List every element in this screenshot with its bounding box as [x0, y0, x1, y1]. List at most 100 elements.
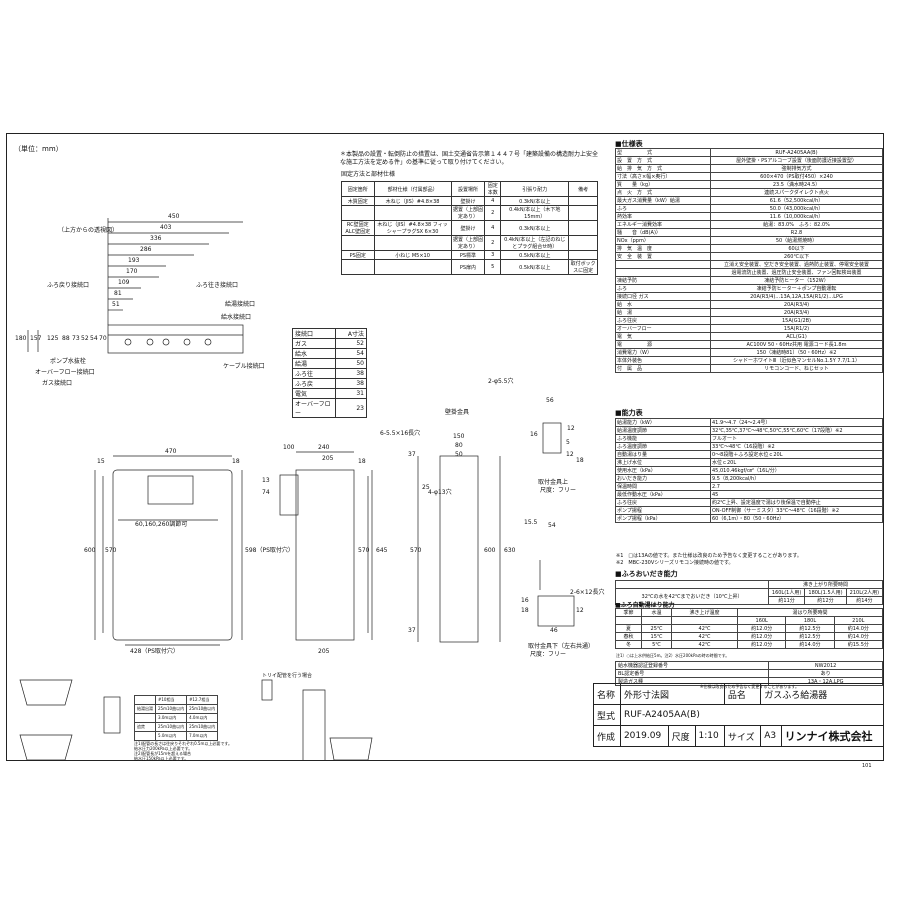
- front-bottom: 428（PS取付穴）: [130, 648, 179, 655]
- table-cell: 連続スパークダイレクト点火: [710, 188, 883, 197]
- date: 2019.09: [619, 725, 669, 747]
- scale: 1:10: [694, 725, 725, 747]
- installation-notice: ＊本製品の設置・転倒防止の措置は、国土交通省告示第１４４７号「建築設備の構造耐力…: [340, 151, 599, 166]
- front-height-600: 600: [84, 547, 96, 554]
- dim-157: 157: [30, 335, 42, 342]
- table-cell: 5℃: [641, 640, 672, 649]
- dim-88: 88: [62, 335, 70, 342]
- front-top-offset: 15: [97, 458, 105, 465]
- table-row: 作成 2019.09 尺度 1:10 サイズ A3 リンナイ株式会社: [593, 725, 885, 747]
- table-cell: 最大ガス消費量（kW）給湯: [615, 196, 711, 205]
- table-cell: 給湯出湯: [134, 704, 156, 714]
- table-cell: 38: [335, 378, 367, 389]
- table-row: 点 火 方 式連続スパークダイレクト点火: [615, 188, 883, 197]
- table-cell: [615, 260, 711, 269]
- table-row: 約11分約12分約14分: [616, 596, 884, 605]
- table-row: 給湯能力（kW）41.9〜4.7（24〜2.4号）: [615, 418, 883, 427]
- table-header: 接続口: [292, 328, 336, 339]
- table-cell: 41.9〜4.7（24〜2.4号）: [710, 418, 883, 427]
- table-cell: ふろ温度調節: [615, 442, 711, 451]
- front-width: 470: [165, 448, 177, 455]
- table-cell: 沸上げ水位: [615, 458, 711, 467]
- reheat-title: ■ふろおいだき能力: [615, 570, 678, 578]
- table-cell: 20A(R3/4)…13A,12A,15A(R1/2)…LPG: [710, 292, 883, 301]
- dim-193: 193: [128, 257, 140, 264]
- table-cell: ON-OFF制御（サーミスタ）33℃〜48℃（16段階）※2: [710, 506, 883, 515]
- front-height-598: 598（PS取付穴）: [245, 547, 294, 554]
- table-cell: 60（6,1m）・80（50・60Hz）: [710, 514, 883, 523]
- pipe-note-3: 注2)配管長が15mを超える場合: [134, 751, 191, 756]
- top-view-outline: [107, 324, 244, 354]
- table-cell: PS扉内: [450, 259, 486, 275]
- dim-109: 109: [118, 279, 130, 286]
- table-cell: 給湯能力（kW）: [615, 418, 711, 427]
- table-cell: 20A(R3/4): [710, 308, 883, 317]
- table-cell: 52: [335, 338, 367, 349]
- dim-73: 73: [72, 335, 80, 342]
- table-cell: ふろ戻: [292, 378, 336, 389]
- pipe-note-4: 給水圧150kPa以上必要です。: [134, 756, 189, 761]
- fill-note: 注1）○は上水供給圧5m。注2）水圧200kPaの時の時間です。: [616, 653, 730, 658]
- table-row: RC壁固定 ALC壁固定木ねじ（JIS）#4.8×38 フィッシャープラグSX …: [341, 220, 598, 236]
- table-cell: 取付ボックスに固定: [568, 259, 598, 275]
- top-bracket-dim-18: 18: [576, 457, 584, 464]
- table-cell: AC100V 50・60Hz共用 電源コード長1.8m: [710, 340, 883, 349]
- table-cell: 42℃: [670, 632, 739, 641]
- table-cell: 接続口径 ガス: [615, 292, 711, 301]
- callout-cable: ケーブル接続口: [223, 363, 265, 370]
- spec-title: ■仕様表: [615, 140, 643, 148]
- made-label: 作成: [593, 725, 621, 747]
- table-cell: 25m10曲以内: [186, 704, 219, 714]
- side-dim-18: 18: [358, 458, 366, 465]
- table-cell: 点 火 方 式: [615, 188, 711, 197]
- top-bracket-hole: 2-φ5.5穴: [488, 378, 514, 385]
- table-cell: 9.5（8,200kcal/h）: [710, 474, 883, 483]
- side-dim-205: 205: [322, 455, 334, 462]
- bath-diagram-upper: [19, 679, 73, 706]
- table-row: 凍結予防凍結予防ヒーター（152W）: [615, 276, 883, 285]
- table-cell: シャドーホワイトⅢ（近似色マンセルNo.1.5Y 7.7/1.1）: [710, 356, 883, 365]
- table-row: 季節水温沸き上げ温度湯はり所要時間: [614, 608, 883, 617]
- table-row: 騒 音（dB(A)）R2.8: [615, 228, 883, 237]
- table-cell: 23.5（満水時24.5）: [710, 180, 883, 189]
- bracket-dim-630: 630: [504, 547, 516, 554]
- dim-125: 125: [47, 335, 59, 342]
- table-row: ふろ往戻約2℃上昇、設定温度で湯はり後保温で自動停止: [615, 498, 883, 507]
- table-cell: 給 湯: [615, 308, 711, 317]
- top-bracket-dim-56: 56: [546, 397, 554, 404]
- table-cell: ガス: [292, 338, 336, 349]
- table-cell: [134, 713, 156, 723]
- table-cell: ポンプ揚程（kPa）: [615, 514, 711, 523]
- table-cell: 42℃: [670, 640, 739, 649]
- side-dim-570: 570: [358, 547, 370, 554]
- table-cell: 15A(G1/2B): [710, 316, 883, 325]
- dim-54: 54: [90, 335, 98, 342]
- table-cell: 25m10曲以内: [186, 722, 219, 732]
- bottom-mount-bracket-outline: [537, 595, 575, 627]
- dim-286: 286: [140, 246, 152, 253]
- table-cell: 寸法（高さ×幅×奥行）: [615, 172, 711, 181]
- table-row: 給 排 気 方 式強制排気方式: [615, 164, 883, 173]
- table-cell: 50（給湯燃焼時）: [710, 236, 883, 245]
- side-dim-240: 240: [318, 444, 330, 451]
- table-header: 沸き上げ温度: [670, 608, 739, 617]
- table-cell: 4.0m以内: [186, 713, 219, 723]
- pipe-note-2: 給水圧力200kPa以上必要です。: [134, 746, 193, 751]
- table-cell: [615, 268, 711, 277]
- table-cell: フルオート: [710, 434, 883, 443]
- fixing-title: 固定方法と部材仕様: [341, 171, 396, 178]
- table-cell: 給湯温度調節: [615, 426, 711, 435]
- table-cell: 約12.0分: [737, 640, 787, 649]
- table-cell: 600×470（PS取付450）×240: [710, 172, 883, 181]
- table-cell: 61.6（52,500kcal/h）: [710, 196, 883, 205]
